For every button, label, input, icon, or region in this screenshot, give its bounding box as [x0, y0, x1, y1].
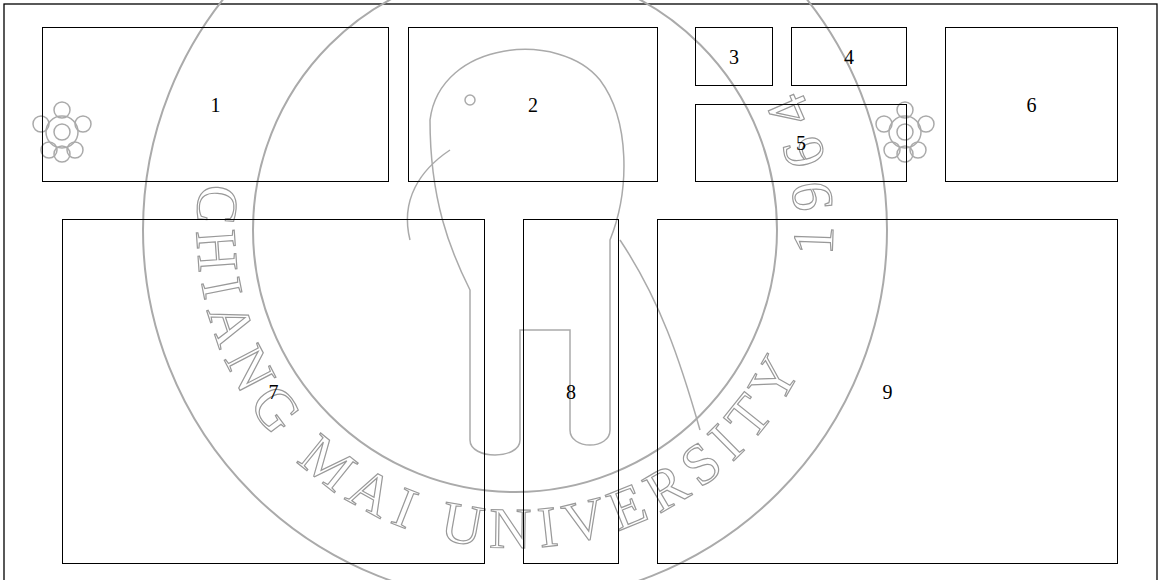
- layout-box: 6: [945, 27, 1118, 182]
- box-number: 4: [844, 46, 854, 68]
- seal-ring: [253, 0, 777, 492]
- seal-ring: [143, 0, 887, 580]
- watermark-text: CHIANG MAI UNIVERSITY1964: [183, 85, 846, 561]
- box-number: 5: [796, 132, 806, 154]
- box-number: 7: [269, 381, 279, 403]
- box-number: 8: [566, 381, 576, 403]
- layout-box: 1: [42, 27, 389, 182]
- box-number: 2: [528, 94, 538, 116]
- layout-box: 2: [408, 27, 658, 182]
- layout-box: 5: [695, 104, 907, 182]
- box-number: 3: [729, 46, 739, 68]
- watermark-text: 1964: [753, 85, 846, 256]
- flower-ornament: [876, 102, 934, 162]
- layout-box: 4: [791, 27, 907, 86]
- layout-box: 7: [62, 219, 485, 564]
- layout-box: 3: [695, 27, 773, 86]
- outer-frame: [4, 4, 1157, 580]
- watermark-text: CHIANG MAI UNIVERSITY: [183, 182, 812, 561]
- layout-box: 8: [523, 219, 619, 564]
- box-number: 6: [1027, 94, 1037, 116]
- box-number: 1: [211, 94, 221, 116]
- box-number: 9: [883, 381, 893, 403]
- layout-box: 9: [657, 219, 1118, 564]
